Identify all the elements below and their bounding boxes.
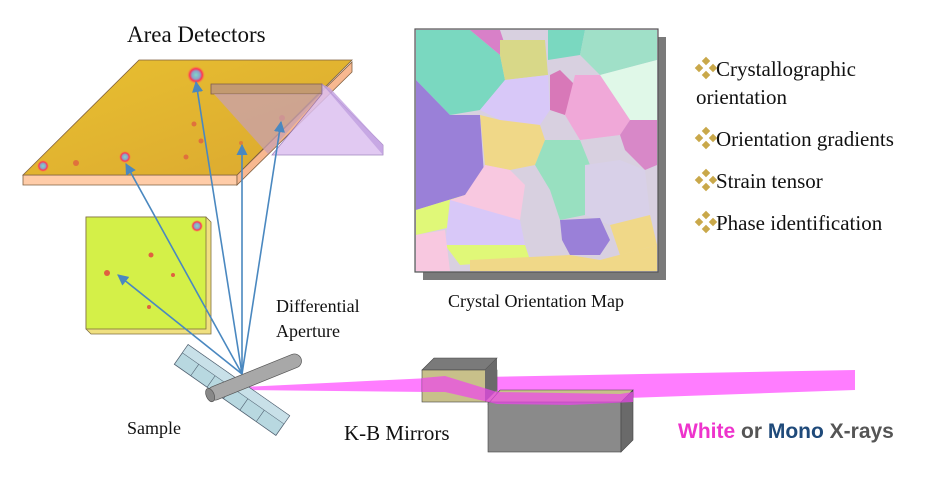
ray bbox=[125, 163, 243, 375]
grain bbox=[535, 140, 590, 220]
capability-item: Crystallographic orientation bbox=[694, 55, 894, 111]
kb-mirrors-label: K-B Mirrors bbox=[344, 421, 450, 445]
diamond-bullet-icon bbox=[694, 126, 718, 150]
xray-beam bbox=[243, 370, 855, 400]
diffraction-spot bbox=[191, 220, 203, 232]
diamond-bullet-icon bbox=[694, 168, 718, 192]
grain bbox=[416, 80, 485, 210]
sample-label: Sample bbox=[127, 418, 181, 438]
grain bbox=[560, 218, 610, 255]
grain bbox=[480, 115, 545, 170]
grain bbox=[480, 75, 550, 125]
white-beam-text: White bbox=[678, 420, 736, 443]
differential-aperture-wire bbox=[205, 353, 302, 403]
ray bbox=[241, 120, 285, 375]
differential-label: Differential bbox=[276, 296, 360, 316]
grain bbox=[580, 30, 657, 75]
aperture-label: Aperture bbox=[276, 321, 340, 341]
grain bbox=[565, 75, 630, 140]
prism-detector bbox=[210, 83, 384, 156]
grain bbox=[610, 215, 657, 255]
area-detectors-label: Area Detectors bbox=[127, 22, 266, 47]
ray bbox=[117, 274, 243, 375]
diffraction-spot bbox=[119, 151, 131, 163]
or-text: or bbox=[735, 420, 768, 443]
grain bbox=[470, 245, 657, 271]
grain bbox=[470, 30, 505, 55]
mono-beam-text: Mono bbox=[767, 420, 824, 443]
capability-text: Crystallographic bbox=[716, 57, 856, 81]
capabilities-list: Crystallographic orientation Orientation … bbox=[694, 55, 894, 251]
grain bbox=[416, 230, 450, 271]
diffraction-spot bbox=[37, 160, 49, 172]
grain bbox=[620, 120, 657, 170]
grain bbox=[585, 160, 650, 225]
crystal-map-caption: Crystal Orientation Map bbox=[448, 291, 624, 311]
capability-text: Strain tensor bbox=[716, 169, 823, 193]
capability-text: Phase identification bbox=[716, 211, 883, 235]
capability-item: Orientation gradients bbox=[694, 125, 894, 153]
capability-item: Phase identification bbox=[694, 209, 894, 237]
xrays-text: X-rays bbox=[823, 420, 894, 443]
grain bbox=[445, 200, 525, 255]
diamond-bullet-icon bbox=[694, 210, 718, 234]
grain bbox=[600, 60, 657, 120]
grain bbox=[416, 30, 505, 115]
side-area-detector bbox=[85, 216, 212, 335]
ray bbox=[192, 80, 243, 375]
crystal-orientation-map bbox=[414, 28, 666, 280]
kb-mirrors bbox=[421, 357, 634, 453]
capability-item: Strain tensor bbox=[694, 167, 894, 195]
diamond-bullet-icon bbox=[694, 56, 718, 80]
capability-text-cont: orientation bbox=[696, 85, 787, 109]
capability-text: Orientation gradients bbox=[716, 127, 894, 151]
diffracted-rays bbox=[117, 80, 285, 375]
grain bbox=[548, 30, 585, 60]
diffraction-spot bbox=[187, 66, 205, 84]
grain bbox=[500, 40, 548, 80]
xray-type-label: White or Mono X-rays bbox=[678, 420, 894, 444]
